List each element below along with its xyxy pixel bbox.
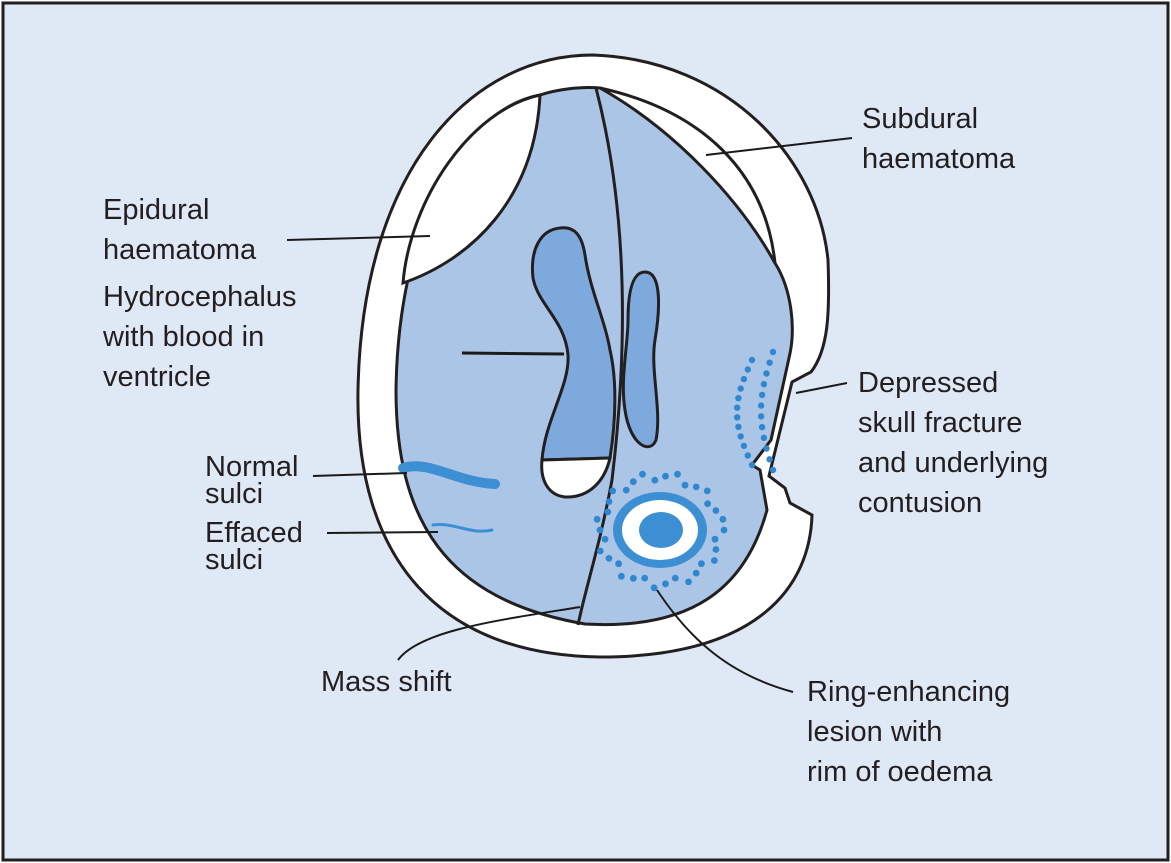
contusion-dot <box>740 375 748 383</box>
midline-falx <box>576 87 624 626</box>
leader-effaced-sulci <box>326 531 439 534</box>
oedema-dot <box>605 555 613 562</box>
contusion-dot <box>735 395 742 402</box>
ring-enhancing-lesion <box>613 492 707 568</box>
label-normal-sulci: Normal sulci <box>205 451 307 510</box>
contusion-dot <box>769 466 777 474</box>
contusion-dot <box>737 385 744 392</box>
leader-hydrocephalus <box>461 351 565 356</box>
oedema-dot <box>720 526 728 534</box>
oedema-dot <box>651 476 659 484</box>
oedema-dot <box>622 486 630 494</box>
oedema-dot <box>662 472 669 480</box>
label-effaced-sulci: Effaced sulci <box>205 517 311 576</box>
contusion-dot <box>748 461 756 469</box>
contusion-dot <box>769 348 777 356</box>
oedema-dot <box>719 515 727 523</box>
oedema-dot <box>711 557 718 564</box>
contusion-dot <box>766 359 773 366</box>
contusion-dot <box>748 356 756 364</box>
oedema-dot <box>650 584 658 592</box>
oedema-dot <box>609 487 617 495</box>
contusion-dot <box>740 442 748 450</box>
oedema-dot <box>674 470 681 478</box>
subdural-haematoma-shape <box>599 86 777 264</box>
oedema-dot <box>593 515 601 523</box>
oedema-dot <box>671 574 679 582</box>
oedema-dot <box>692 569 700 577</box>
contusion-dot <box>766 456 773 463</box>
oedema-dots <box>593 470 728 592</box>
leader-ring-lesion <box>656 589 794 693</box>
label-ring-lesion: Ring-enhancing lesion with rim of oedema <box>807 676 1018 788</box>
contusion-dot <box>734 404 741 411</box>
oedema-dot <box>685 578 692 586</box>
blood-in-ventricle <box>540 456 612 499</box>
oedema-dot <box>601 535 609 543</box>
oedema-dot <box>629 574 637 582</box>
contusion-dot <box>760 381 768 388</box>
contusion-dot <box>758 391 766 399</box>
oedema-dot <box>596 526 604 534</box>
label-epidural: Epidural haematoma <box>103 194 257 266</box>
oedema-dot <box>704 500 711 508</box>
leader-epidural <box>286 235 431 241</box>
contusion-dot <box>744 452 751 459</box>
label-depressed-fracture: Depressed skull fracture and underlying … <box>858 367 1056 519</box>
leader-normal-sulci <box>312 472 408 477</box>
leader-lines <box>286 137 853 693</box>
oedema-dot <box>615 560 622 568</box>
oedema-dot <box>662 580 669 588</box>
contusion-dot <box>744 366 751 373</box>
oedema-dot <box>639 470 646 478</box>
oedema-dot <box>618 572 625 580</box>
contusion-dot <box>763 445 770 452</box>
effaced-sulci <box>431 523 494 533</box>
oedema-dot <box>596 547 604 555</box>
oedema-dot <box>629 478 637 486</box>
leader-mass-shift <box>397 606 581 661</box>
oedema-dot <box>711 535 719 543</box>
contusion-dot <box>757 413 765 420</box>
right-ventricle <box>621 270 661 449</box>
contusion-dot <box>757 402 765 409</box>
contusion-dot <box>737 433 744 440</box>
label-hydrocephalus: Hydrocephalus with blood in ventricle <box>102 281 305 393</box>
leader-fracture <box>795 382 848 394</box>
oedema-dot <box>604 508 612 516</box>
oedema-dot <box>712 546 720 553</box>
label-mass-shift: Mass shift <box>321 666 452 698</box>
oedema-dot <box>692 483 700 491</box>
oedema-dot <box>703 487 711 495</box>
oedema-dot <box>681 481 689 489</box>
contusion-dots <box>734 348 777 474</box>
contusion-dot <box>758 423 766 431</box>
oedema-dot <box>712 507 720 514</box>
contusion-dot <box>734 414 741 421</box>
normal-sulci <box>398 461 500 489</box>
contusion-dot <box>760 434 768 441</box>
label-subdural: Subdural haematoma <box>862 103 1016 175</box>
epidural-haematoma-shape <box>401 93 542 286</box>
oedema-dot <box>605 498 613 505</box>
oedema-dot <box>698 560 705 568</box>
leader-subdural <box>705 137 853 156</box>
oedema-dot <box>641 574 649 582</box>
contusion-dot <box>763 370 770 377</box>
contusion-dot <box>735 423 742 430</box>
